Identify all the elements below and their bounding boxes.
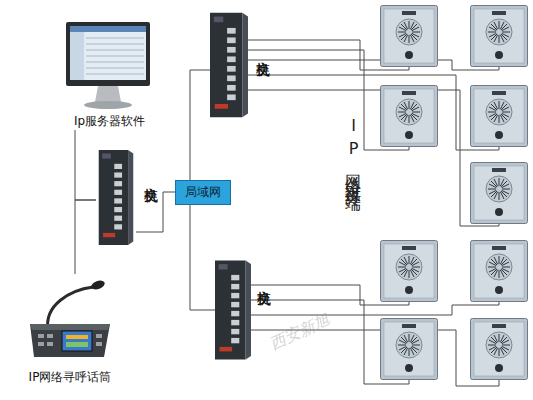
intercom-terminal [471, 86, 528, 147]
watermark: 西安新旭 [267, 309, 334, 355]
node-label: IP网络寻呼话筒 [15, 369, 125, 386]
paging-mic-node: IP网络寻呼话筒 [15, 274, 125, 386]
switch-node: 交换机 [215, 255, 251, 365]
network-cable [190, 70, 210, 180]
intercom-terminal [471, 319, 528, 380]
terminal-wires [248, 40, 499, 386]
intercom-terminal [381, 86, 438, 147]
network-cable [136, 192, 175, 232]
paging-microphone [30, 279, 110, 357]
intercom-terminal [381, 6, 438, 67]
intercom-terminal [471, 163, 528, 224]
node-label: Ip服务器软件 [62, 113, 157, 130]
server-node: Ip服务器软件 [62, 18, 157, 130]
intercom-terminal [471, 6, 528, 67]
intercom-terminals [381, 6, 528, 380]
switch-illustration [210, 13, 248, 118]
switch-illustration [215, 261, 251, 360]
lan-box: 局域网 [175, 180, 231, 205]
switch-node: 交换机 [96, 150, 136, 245]
server-monitor [66, 22, 150, 109]
node-label: 交换机 [142, 176, 160, 179]
switch-illustration [99, 150, 134, 245]
node-label: 交换机 [255, 279, 273, 282]
network-cable [75, 200, 96, 274]
intercom-terminal [381, 241, 438, 302]
node-label: 交换机 [254, 50, 272, 53]
intercom-terminal [471, 241, 528, 302]
network-cable [75, 130, 96, 200]
switch-node: 交换机 [210, 10, 248, 120]
intercom-terminal [381, 319, 438, 380]
network-cable [190, 205, 215, 310]
node-label: 局域网 [185, 184, 221, 201]
terminal-group-label: IP网络对讲终端 [342, 116, 363, 186]
